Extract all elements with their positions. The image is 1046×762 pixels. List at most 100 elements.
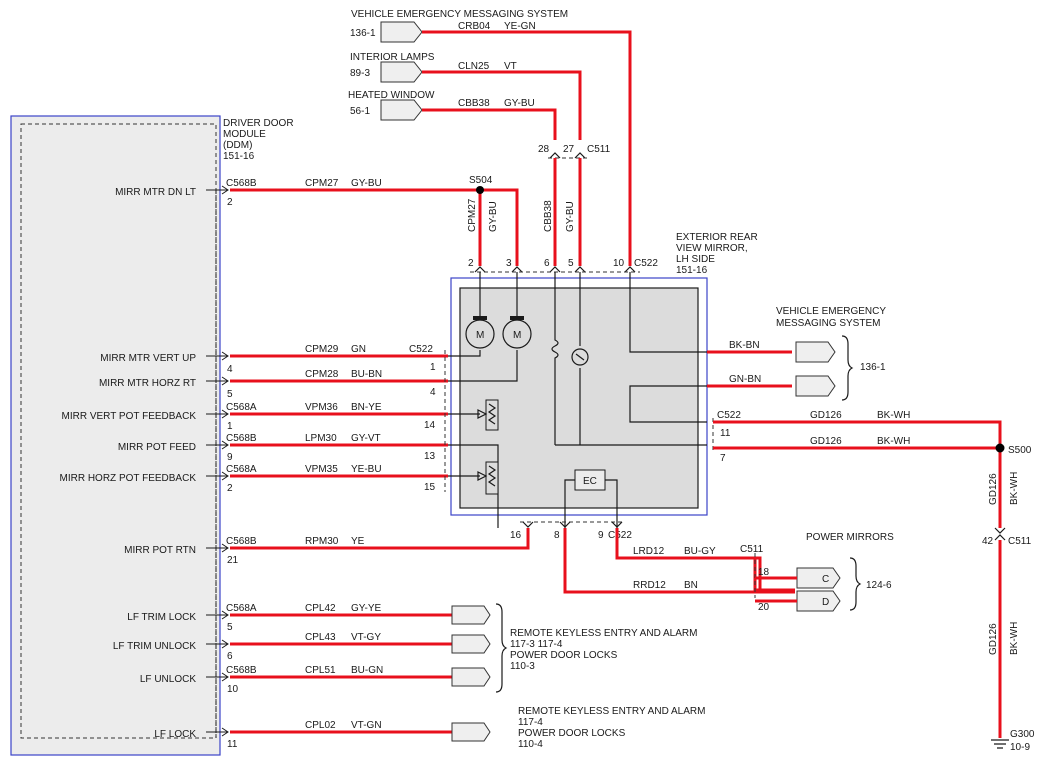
circuit-cpl43: CPL43 xyxy=(305,632,336,643)
pin-num-10: 10 xyxy=(227,684,239,695)
ec-label: EC xyxy=(583,476,597,487)
int-motor1-ret xyxy=(448,350,481,357)
interior-lamps-title: INTERIOR LAMPS xyxy=(350,52,435,63)
gd126-label-1: GD126 xyxy=(810,410,842,421)
rke2-line1: REMOTE KEYLESS ENTRY AND ALARM xyxy=(518,706,705,717)
circuit-cbb38: CBB38 xyxy=(458,98,490,109)
terminal-vems-right-2 xyxy=(795,375,836,397)
bk-wh-label-1: BK-WH xyxy=(877,410,910,421)
pin-num-5b: 5 xyxy=(227,622,233,633)
pin-label-mirr-vert-pot-feedback: MIRR VERT POT FEEDBACK xyxy=(62,411,197,422)
rke1-line2: 117-3 117-4 xyxy=(510,639,563,650)
heated-window-ref: 56-1 xyxy=(350,106,370,117)
ddm-connector-pins xyxy=(206,185,229,738)
terminal-trim-lock xyxy=(451,605,491,625)
vert-circuit-cpm27: CPM27 xyxy=(467,198,478,232)
vert-bk-wh-1: BK-WH xyxy=(1009,472,1020,505)
terminal-c-label: C xyxy=(822,587,829,598)
terminal-vems-right-1 xyxy=(795,341,836,363)
circuit-rrd12: RRD12 xyxy=(633,580,666,591)
pin-num-2b: 2 xyxy=(227,483,233,494)
brace-pm xyxy=(849,557,862,611)
vems-right-title-1: VEHICLE EMERGENCY xyxy=(776,306,886,317)
color-gy-bu: GY-BU xyxy=(351,178,382,189)
color-vt-gn: VT-GN xyxy=(351,720,382,731)
rke1-line4: 110-3 xyxy=(510,661,535,672)
wire-cln25 xyxy=(422,70,582,140)
circuit-lpm30: LPM30 xyxy=(305,433,337,444)
pin-label-lf-trim-unlock: LF TRIM UNLOCK xyxy=(113,641,196,652)
pin-num-1: 1 xyxy=(227,421,233,432)
circuit-cpl42: CPL42 xyxy=(305,603,336,614)
int-vems-2 xyxy=(629,385,707,423)
mirror-bottom-pin-9: 9 xyxy=(598,530,604,541)
mirror-title-3: LH SIDE xyxy=(676,254,715,265)
mirror-bottom-pin-8: 8 xyxy=(554,530,560,541)
pin-label-mirr-pot-rtn: MIRR POT RTN xyxy=(124,545,196,556)
ddm-pin-labels: MIRR MTR DN LT MIRR MTR VERT UP MIRR MTR… xyxy=(60,187,197,740)
color-ye: YE xyxy=(351,536,365,547)
bk-wh-label-2: BK-WH xyxy=(877,436,910,447)
pin-label-mirr-horz-pot-feedback: MIRR HORZ POT FEEDBACK xyxy=(60,473,197,484)
int-motor2-ret xyxy=(448,350,518,382)
ddm-outline xyxy=(10,115,221,756)
mirror-left-pin-13: 13 xyxy=(424,451,436,462)
color-bk-bn: BK-BN xyxy=(729,340,760,351)
vert-color-gy-bu-1: GY-BU xyxy=(488,201,499,232)
terminal-interior-lamps xyxy=(380,61,423,83)
heater-element xyxy=(551,272,559,445)
heated-window-title: HEATED WINDOW xyxy=(348,90,435,101)
color-gy-bu-top: GY-BU xyxy=(504,98,535,109)
rke-labels: REMOTE KEYLESS ENTRY AND ALARM 117-3 117… xyxy=(510,628,705,750)
exterior-mirror: EXTERIOR REAR VIEW MIRROR, LH SIDE 151-1… xyxy=(409,232,758,541)
ddm-title-2: MODULE xyxy=(223,129,266,140)
color-gy-vt: GY-VT xyxy=(351,433,381,444)
mirror-left-pin-4: 4 xyxy=(430,387,436,398)
c511-top: 28 27 C511 xyxy=(538,144,611,266)
circuit-lrd12: LRD12 xyxy=(633,546,665,557)
horz-pot xyxy=(485,461,499,495)
c511-pin-42: 42 xyxy=(982,536,994,547)
ground-circuit: GD126 BK-WH GD126 BK-WH S500 42 C511 GD1… xyxy=(713,410,1035,753)
s504-labels: S504 CPM27 GY-BU CBB38 GY-BU xyxy=(467,175,576,232)
color-ye-bu: YE-BU xyxy=(351,464,382,475)
mirror-bottom-pin-16: 16 xyxy=(510,530,522,541)
circuit-rpm30: RPM30 xyxy=(305,536,339,547)
vems-top-ref: 136-1 xyxy=(350,28,376,39)
terminal-unlock xyxy=(451,667,491,687)
mirror-right-pin-7: 7 xyxy=(720,453,726,464)
vert-color-gy-bu-2: GY-BU xyxy=(565,201,576,232)
g300-ref: 10-9 xyxy=(1010,742,1030,753)
circuit-vpm36: VPM36 xyxy=(305,402,338,413)
c511-pin-28: 28 xyxy=(538,144,550,155)
color-bn-ye: BN-YE xyxy=(351,402,382,413)
top-feeds: VEHICLE EMERGENCY MESSAGING SYSTEM 136-1… xyxy=(348,9,632,266)
wire-crb04 xyxy=(422,30,632,266)
s504-name: S504 xyxy=(469,175,493,186)
conn-c568b-b: C568B xyxy=(226,433,257,444)
circuit-cpm28: CPM28 xyxy=(305,369,339,380)
color-gn: GN xyxy=(351,344,366,355)
color-bu-gy: BU-GY xyxy=(684,546,716,557)
pm-pin-18: 18 xyxy=(758,567,770,578)
vems-right-title-2: MESSAGING SYSTEM xyxy=(776,318,880,329)
circuit-cln25: CLN25 xyxy=(458,61,490,72)
conn-c568a-b: C568A xyxy=(226,464,257,475)
mirror-top-pin-3: 3 xyxy=(506,258,512,269)
splice-dot-s504 xyxy=(476,186,484,194)
ddm-title-3: (DDM) xyxy=(223,140,252,151)
mirror-left-pin-1: 1 xyxy=(430,362,436,373)
c511-pin-27: 27 xyxy=(563,144,575,155)
brace-vems xyxy=(841,335,854,401)
wire-s504-branch xyxy=(480,188,519,266)
ground-symbol xyxy=(991,739,1009,749)
mirror-right-pin-11: 11 xyxy=(720,428,731,439)
pin-label-mirr-mtr-horz-rt: MIRR MTR HORZ RT xyxy=(99,378,196,389)
terminal-vems-top xyxy=(380,21,423,43)
vert-gd126-1: GD126 xyxy=(988,473,999,505)
ddm-wires xyxy=(230,186,530,734)
conn-c568a-a: C568A xyxy=(226,402,257,413)
ddm-pin-ids: C568B 2 4 5 C568A 1 C568B 9 C568A 2 C568… xyxy=(226,178,257,750)
circuit-vpm35: VPM35 xyxy=(305,464,338,475)
